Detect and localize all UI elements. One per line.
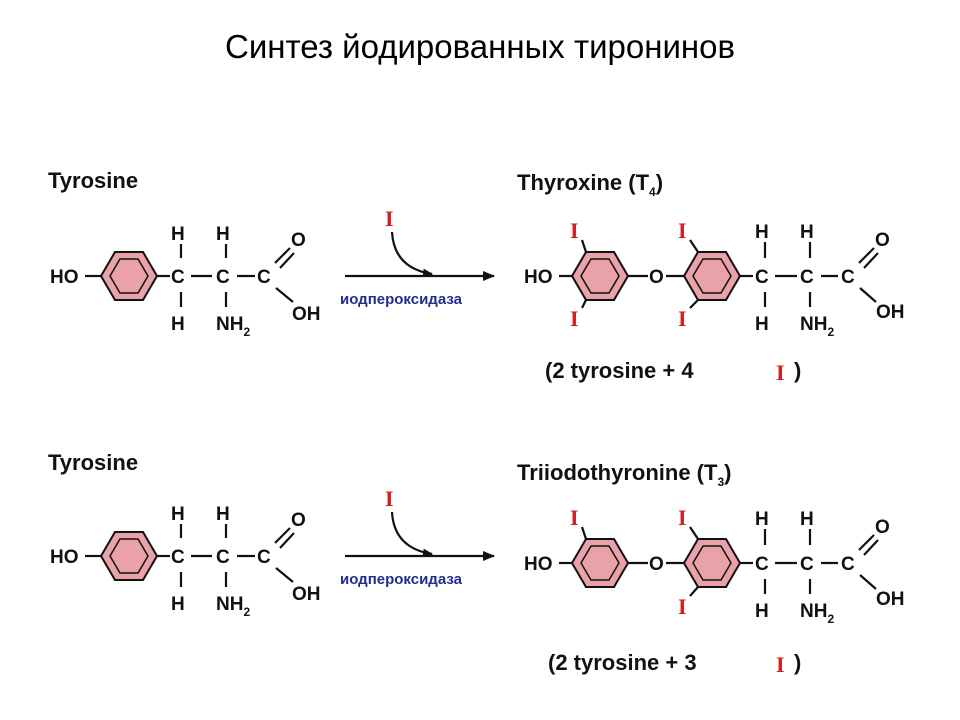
atom-h: H [800, 222, 814, 243]
atom-h: H [755, 222, 769, 243]
product-heading: Triiodothyronine (T3) [517, 460, 731, 489]
atom-c2: C [216, 547, 230, 568]
iodine-reagent: I [385, 486, 394, 511]
substrate-heading: Tyrosine [48, 168, 138, 193]
atom-c3: C [841, 554, 855, 575]
iodine-atom: I [678, 505, 687, 530]
substrate-heading: Tyrosine [48, 450, 138, 475]
atom-c3: C [257, 547, 271, 568]
atom-h: H [171, 594, 185, 615]
atom-c1: C [171, 267, 185, 288]
tyrosine-structure-1: Tyrosine HO C C C H H H NH2 O OH [48, 168, 321, 339]
atom-c2: C [800, 554, 814, 575]
atom-h: H [171, 224, 185, 245]
reaction-arrow-1: I иодпероксидаза [340, 206, 495, 308]
enzyme-label: иодпероксидаза [340, 571, 463, 588]
atom-o: O [875, 517, 890, 538]
atom-ho: HO [50, 267, 79, 288]
atom-o: O [875, 230, 890, 251]
atom-c3: C [257, 267, 271, 288]
atom-oh: OH [292, 304, 321, 325]
atom-c2: C [800, 267, 814, 288]
tyrosine-structure-2: Tyrosine HO C C C H H H NH2 O OH [48, 450, 321, 619]
atom-nh2: NH2 [800, 601, 834, 626]
atom-nh2: NH2 [216, 314, 250, 339]
atom-oh: OH [876, 589, 905, 610]
atom-h: H [800, 509, 814, 530]
atom-oh: OH [292, 584, 321, 605]
equation-suffix: ) [794, 650, 801, 675]
iodine-reagent: I [385, 206, 394, 231]
equation-1: (2 tyrosine + 4 I ) [545, 358, 801, 385]
atom-ho: HO [50, 547, 79, 568]
atom-o-ether: O [649, 267, 664, 288]
atom-h: H [755, 509, 769, 530]
atom-h: H [171, 314, 185, 335]
reaction-arrow-2: I иодпероксидаза [340, 486, 495, 588]
equation-prefix: (2 tyrosine + 4 [545, 358, 694, 383]
atom-oh: OH [876, 302, 905, 323]
atom-h: H [171, 504, 185, 525]
atom-c1: C [755, 554, 769, 575]
iodine-atom: I [678, 594, 687, 619]
iodine-atom: I [776, 360, 785, 385]
iodine-atom: I [678, 218, 687, 243]
atom-ho: HO [524, 554, 553, 575]
atom-h: H [216, 224, 230, 245]
thyroxine-structure: Thyroxine (T4) HO I I O I I C C C H [517, 170, 905, 339]
atom-nh2: NH2 [800, 314, 834, 339]
reaction-1: Tyrosine HO C C C H H H NH2 O OH [48, 168, 905, 385]
equation-2: (2 tyrosine + 3 I ) [548, 650, 801, 677]
equation-suffix: ) [794, 358, 801, 383]
atom-c1: C [755, 267, 769, 288]
enzyme-label: иодпероксидаза [340, 291, 463, 308]
equation-prefix: (2 tyrosine + 3 [548, 650, 697, 675]
triiodothyronine-structure: Triiodothyronine (T3) HO I O I I C C C H… [517, 460, 905, 626]
atom-c3: C [841, 267, 855, 288]
iodine-atom: I [678, 306, 687, 331]
slide-title: Синтез йодированных тиронинов [225, 28, 735, 65]
atom-o: O [291, 230, 306, 251]
atom-nh2: NH2 [216, 594, 250, 619]
atom-h: H [755, 601, 769, 622]
atom-o: O [291, 510, 306, 531]
atom-h: H [216, 504, 230, 525]
product-heading: Thyroxine (T4) [517, 170, 663, 199]
atom-h: H [755, 314, 769, 335]
iodine-atom: I [570, 218, 579, 243]
atom-c2: C [216, 267, 230, 288]
reaction-2: Tyrosine HO C C C H H H NH2 O OH [48, 450, 905, 677]
atom-o-ether: O [649, 554, 664, 575]
atom-c1: C [171, 547, 185, 568]
iodine-atom: I [776, 652, 785, 677]
iodine-atom: I [570, 306, 579, 331]
iodine-atom: I [570, 505, 579, 530]
atom-ho: HO [524, 267, 553, 288]
